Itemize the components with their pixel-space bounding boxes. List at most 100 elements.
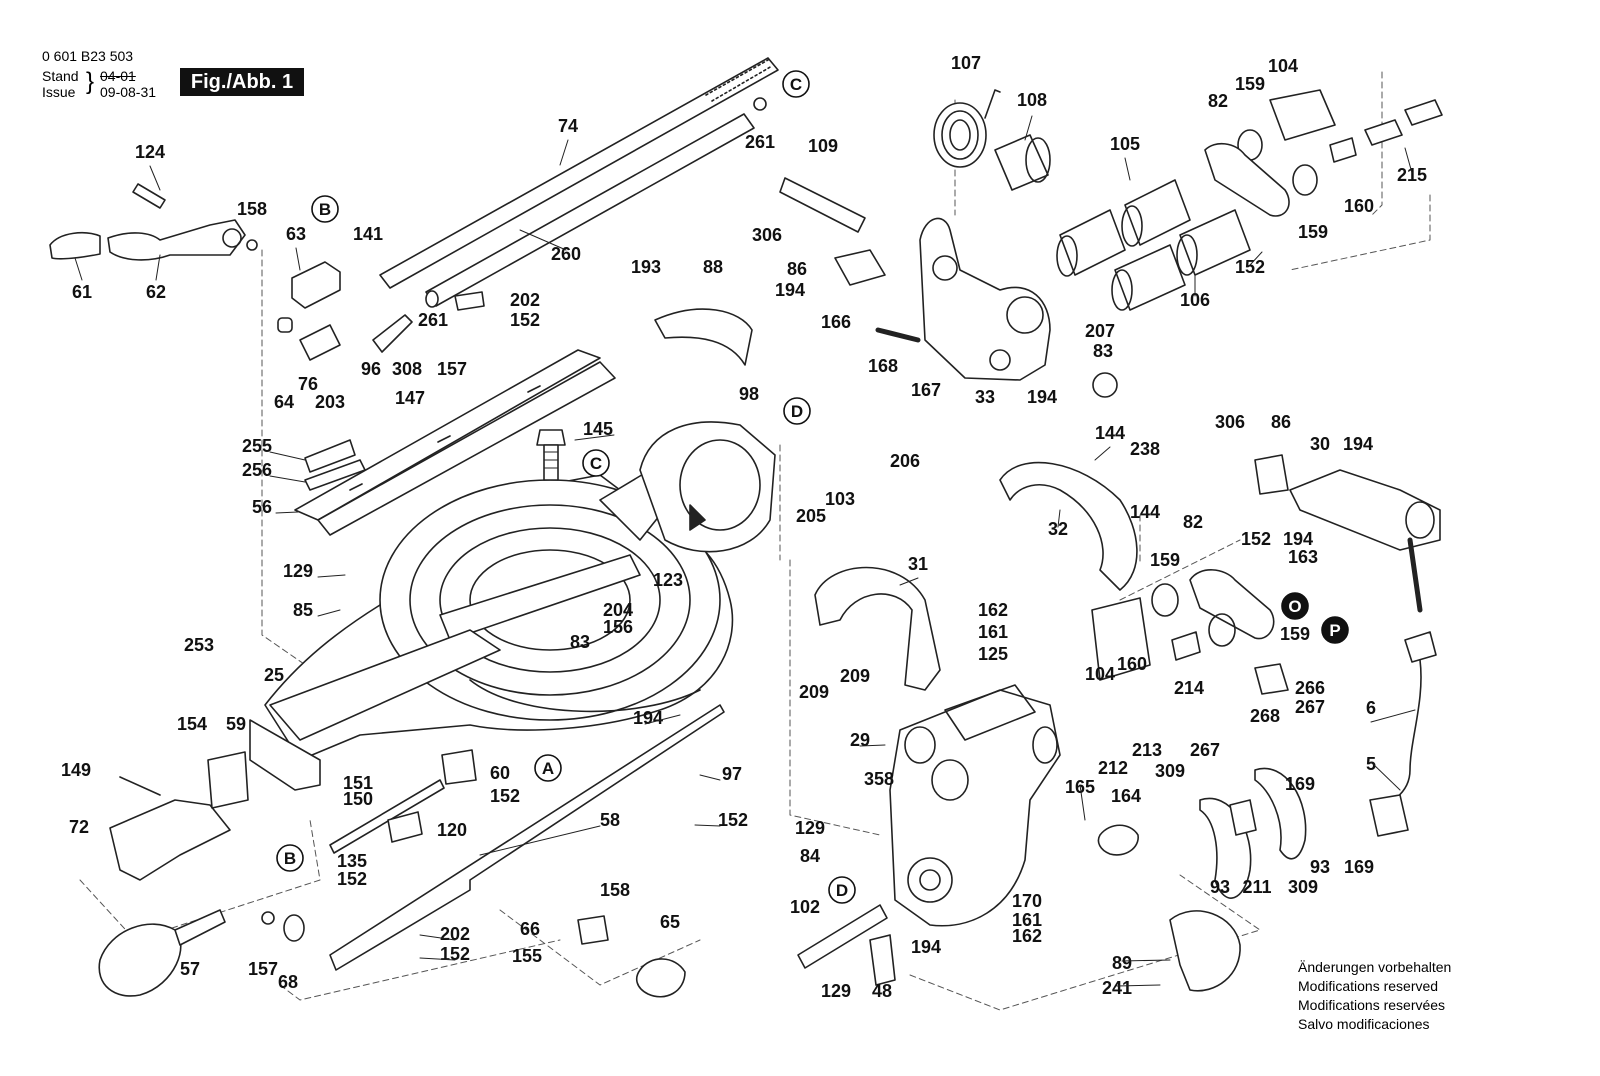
leader-line [1249,251,1263,266]
pin-215b [1404,99,1443,126]
figure-label: Fig./Abb. 1 [180,68,304,96]
part-number-label: 152 [510,310,540,330]
leader-line [317,574,346,578]
part-number-label: 89 [1112,953,1132,973]
part-number-label: 202 [510,290,540,310]
motor-housing-29 [889,684,1061,927]
saw-base [249,469,734,791]
part-number-label: 203 [315,392,345,412]
part-number-label: 152 [1241,529,1271,549]
bracket-60 [441,749,477,785]
part-number-label: 60 [490,763,510,783]
part-number-label: 159 [1235,74,1265,94]
part-number-label: 76 [298,374,318,394]
part-number-label: 308 [392,359,422,379]
plate-82-low [1189,569,1275,640]
part-number-label: 267 [1190,740,1220,760]
pin-215a [1364,119,1403,146]
leader-line [74,257,83,281]
part-number-label: 85 [293,600,313,620]
part-number-label: 309 [1155,761,1185,781]
part-number-label: 152 [440,944,470,964]
part-number-label: 106 [1180,290,1210,310]
part-number-label: 103 [825,489,855,509]
part-number-label: 167 [911,380,941,400]
part-number-label: 147 [395,388,425,408]
part-number-label: 168 [868,356,898,376]
part-number-label: 170 [1012,891,1042,911]
ring-159-low-b [1208,613,1236,647]
part-number-label: 82 [1183,512,1203,532]
callout-c: C [782,70,810,98]
part-number-label: 141 [353,224,383,244]
part-number-label: 58 [600,810,620,830]
leader-line [1116,984,1161,987]
leader-line [1370,761,1401,791]
clamp-72 [109,799,231,881]
leader-line [1057,509,1061,528]
part-number-label: 253 [184,635,214,655]
bracket-120 [387,811,423,843]
part-number-label: 59 [226,714,246,734]
part-number-label: 193 [631,257,661,277]
part-number-label: 83 [1093,341,1113,361]
bracket-211 [1229,799,1257,836]
sleeve-108 [994,134,1051,191]
part-number-label: 267 [1295,697,1325,717]
pin-124 [132,183,166,209]
leader-line [559,139,569,166]
nut-157 [261,911,275,925]
callout-a: A [534,754,562,782]
part-number-label: 25 [264,665,284,685]
part-number-label: 169 [1285,774,1315,794]
leader-line [269,475,306,483]
bushing-104-top [1269,89,1336,141]
notice-line-es: Salvo modificaciones [1298,1016,1430,1032]
clip-160-low [1171,631,1201,661]
part-number-label: 156 [603,617,633,637]
part-number-label: 209 [840,666,870,686]
part-number-label: 204 [603,600,633,620]
part-number-label: 306 [1215,412,1245,432]
leader-line [899,577,919,586]
svg-text:A: A [542,759,554,778]
bolt-166 [875,327,921,343]
part-number-label: 62 [146,282,166,302]
part-number-label: 149 [61,760,91,780]
part-number-label: 164 [1111,786,1141,806]
part-number-label: 309 [1288,877,1318,897]
callout-d: D [828,876,856,904]
bushing-104-low [1091,597,1151,681]
part-number-label: 215 [1397,165,1427,185]
callout-o: O [1281,592,1309,620]
part-number-label: 86 [787,259,807,279]
part-number-label: 214 [1174,678,1204,698]
part-number-label: 107 [951,53,981,73]
part-number-label: 152 [490,786,520,806]
part-number-label: 159 [1298,222,1328,242]
disk-68 [283,914,305,942]
cable-6 [1384,659,1422,806]
part-number-label: 63 [286,224,306,244]
part-number-label: 166 [821,312,851,332]
bracket-66 [577,915,609,945]
leader-line [1370,709,1416,723]
leader-line [574,434,615,441]
part-number-label: 194 [1343,434,1373,454]
part-number-label: 260 [551,244,581,264]
part-number-label: 151 [343,773,373,793]
part-number-label: 159 [1150,550,1180,570]
part-number-label: 64 [274,392,294,412]
part-number-label: 84 [800,846,820,866]
leader-line [519,229,567,251]
brace-glyph: } [86,68,95,95]
callout-b: B [276,844,304,872]
rod-58 [329,704,725,971]
knob-164 [1097,824,1139,856]
callout-d: D [783,397,811,425]
notice-line-fr: Modifications reservées [1298,997,1446,1013]
part-number-label: 209 [799,682,829,702]
